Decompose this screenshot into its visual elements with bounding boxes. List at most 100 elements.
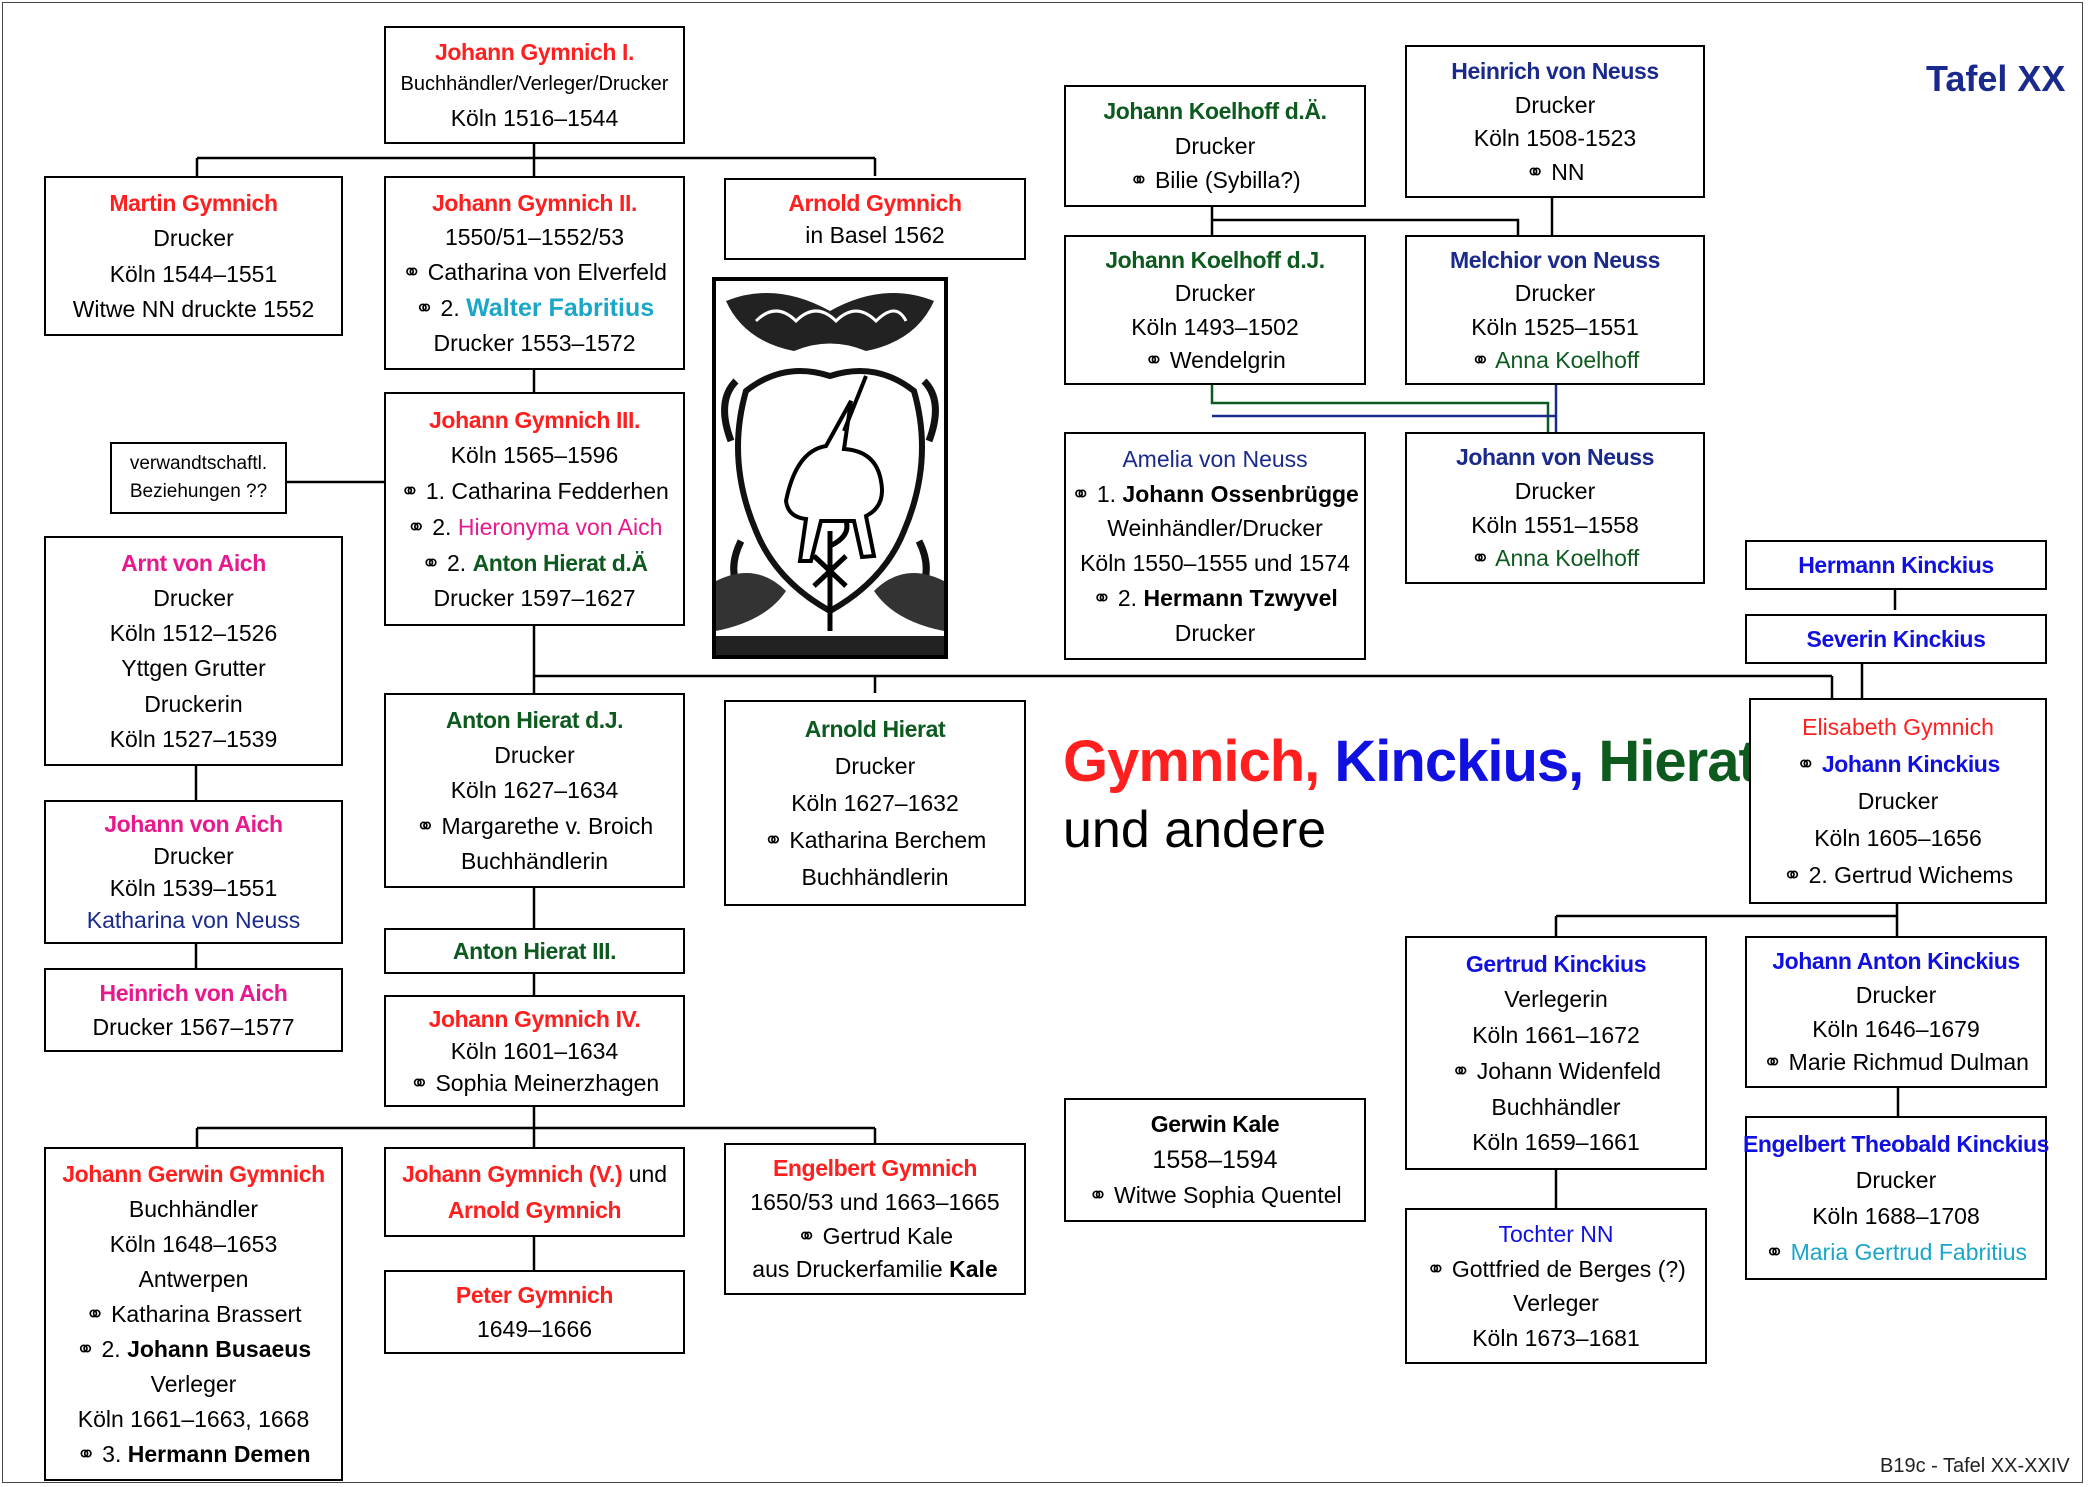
marriage-icon: ⚭ bbox=[409, 1069, 430, 1096]
person-spouse: ⚭ 3. Hermann Demen bbox=[76, 1440, 311, 1467]
note-line: verwandtschaftl. bbox=[129, 453, 268, 475]
person-spouse: ⚭ Gertrud Kale bbox=[796, 1222, 954, 1249]
person-detail: Köln 1512–1526 bbox=[109, 620, 278, 647]
person-detail: Köln 1565–1596 bbox=[450, 442, 619, 469]
person-johann-gymnich-v: Johann Gymnich (V.) und Arnold Gymnich bbox=[384, 1147, 685, 1237]
person-johann-gymnich-i: Johann Gymnich I. Buchhändler/Verleger/D… bbox=[384, 26, 685, 144]
person-engelbert-theobald-kinckius: Engelbert Theobald Kinckius Drucker Köln… bbox=[1742, 1116, 2050, 1280]
person-spouse: ⚭ 2. Hermann Tzwyvel bbox=[1092, 585, 1338, 612]
person-spouse: ⚭ Gottfried de Berges (?) bbox=[1426, 1255, 1686, 1282]
person-name: Engelbert Gymnich bbox=[772, 1155, 978, 1182]
person-detail: Buchhändler/Verleger/Drucker bbox=[400, 73, 669, 96]
person-johann-koelhoff-dj: Johann Koelhoff d.J. Drucker Köln 1493–1… bbox=[1064, 235, 1366, 385]
diagram-title: Gymnich, Kinckius, Hierat bbox=[1063, 728, 1758, 795]
person-detail: Köln 1601–1634 bbox=[450, 1037, 619, 1064]
plate-label: Tafel XX bbox=[1926, 58, 2066, 99]
person-detail: Köln 1673–1681 bbox=[1472, 1324, 1640, 1351]
person-spouse: ⚭ 2. Gertrud Wichems bbox=[1782, 861, 2014, 888]
person-detail: Köln 1605–1656 bbox=[1814, 824, 1982, 851]
person-name: Anton Hierat d.J. bbox=[445, 707, 624, 734]
marriage-icon: ⚭ bbox=[402, 258, 422, 285]
person-detail: Drucker bbox=[153, 225, 234, 252]
marriage-icon: ⚭ bbox=[1763, 1049, 1783, 1076]
person-spouse: ⚭ Katharina Berchem bbox=[763, 826, 987, 853]
person-detail: Drucker bbox=[1174, 620, 1256, 647]
person-name: Johann Gerwin Gymnich bbox=[62, 1160, 325, 1187]
person-name: Severin Kinckius bbox=[1806, 625, 1986, 652]
marriage-icon: ⚭ bbox=[75, 1335, 96, 1362]
unicorn-emblem-image bbox=[716, 281, 944, 655]
person-detail: Köln 1688–1708 bbox=[1812, 1202, 1980, 1229]
title-kinckius: Kinckius, bbox=[1334, 729, 1584, 794]
marriage-icon: ⚭ bbox=[400, 478, 420, 505]
person-spouse: ⚭ 2. Hieronyma von Aich bbox=[406, 513, 663, 540]
person-anton-hierat-iii: Anton Hierat III. bbox=[384, 928, 685, 974]
person-name: Amelia von Neuss bbox=[1122, 445, 1308, 472]
marriage-icon: ⚭ bbox=[1088, 1182, 1108, 1209]
person-detail: Druckerin bbox=[144, 690, 243, 717]
printers-mark-woodcut bbox=[712, 277, 948, 659]
person-tochter-nn: Tochter NN ⚭ Gottfried de Berges (?) Ver… bbox=[1405, 1208, 1707, 1364]
person-spouse: ⚭ 1. Catharina Fedderhen bbox=[400, 478, 669, 505]
person-peter-gymnich: Peter Gymnich 1649–1666 bbox=[384, 1270, 685, 1354]
person-detail: in Basel 1562 bbox=[805, 222, 945, 249]
person-detail: Verlegerin bbox=[1504, 986, 1608, 1013]
person-detail: Köln 1627–1634 bbox=[450, 777, 619, 804]
person-spouse: ⚭ 2. Johann Busaeus bbox=[75, 1335, 312, 1362]
marriage-icon: ⚭ bbox=[85, 1300, 105, 1327]
person-name: Heinrich von Aich bbox=[99, 980, 288, 1007]
person-johann-koelhoff-da: Johann Koelhoff d.Ä. Drucker ⚭ Bilie (Sy… bbox=[1064, 85, 1366, 207]
marriage-icon: ⚭ bbox=[1426, 1255, 1446, 1282]
person-johann-gymnich-ii: Johann Gymnich II. 1550/51–1552/53 ⚭ Cat… bbox=[384, 176, 685, 370]
person-detail: Drucker bbox=[1174, 280, 1256, 307]
person-name: Melchior von Neuss bbox=[1449, 247, 1661, 274]
person-arnt-von-aich: Arnt von Aich Drucker Köln 1512–1526 Ytt… bbox=[44, 536, 343, 766]
person-name: Tochter NN bbox=[1498, 1221, 1614, 1248]
marriage-icon: ⚭ bbox=[1470, 545, 1491, 572]
marriage-icon: ⚭ bbox=[1144, 346, 1164, 373]
person-detail: 1650/53 und 1663–1665 bbox=[750, 1189, 1000, 1216]
person-name: Johann von Aich bbox=[104, 810, 283, 837]
person-detail: Witwe NN druckte 1552 bbox=[72, 295, 315, 322]
person-amelia-von-neuss: Amelia von Neuss ⚭ 1. Johann Ossenbrügge… bbox=[1064, 432, 1366, 660]
person-detail: Köln 1661–1672 bbox=[1472, 1022, 1640, 1049]
person-detail: Köln 1627–1632 bbox=[791, 789, 959, 816]
person-spouse: ⚭ Marie Richmud Dulman bbox=[1763, 1049, 2029, 1076]
person-anton-hierat-dj: Anton Hierat d.J. Drucker Köln 1627–1634… bbox=[384, 693, 685, 888]
person-johann-gymnich-iii: Johann Gymnich III. Köln 1565–1596 ⚭ 1. … bbox=[384, 392, 685, 626]
person-spouse: ⚭ Anna Koelhoff bbox=[1470, 346, 1640, 373]
marriage-icon: ⚭ bbox=[1092, 585, 1112, 612]
marriage-icon: ⚭ bbox=[76, 1440, 96, 1467]
marriage-icon: ⚭ bbox=[1796, 750, 1816, 777]
person-detail: Buchhändler bbox=[128, 1195, 259, 1222]
person-name: Johann Koelhoff d.J. bbox=[1105, 247, 1325, 274]
person-name: Johann Anton Kinckius bbox=[1772, 948, 2020, 975]
person-gertrud-kinckius: Gertrud Kinckius Verlegerin Köln 1661–16… bbox=[1405, 936, 1707, 1170]
person-spouse: ⚭ 2. Anton Hierat d.Ä bbox=[421, 549, 648, 576]
person-detail: Köln 1493–1502 bbox=[1131, 313, 1299, 340]
person-elisabeth-gymnich: Elisabeth Gymnich ⚭ Johann Kinckius Druc… bbox=[1749, 698, 2047, 904]
person-spouse: Katharina von Neuss bbox=[86, 906, 301, 933]
person-heinrich-von-neuss: Heinrich von Neuss Drucker Köln 1508-152… bbox=[1405, 45, 1705, 198]
person-detail: Drucker bbox=[1857, 787, 1939, 814]
person-name: Anton Hierat III. bbox=[452, 937, 617, 964]
person-detail: Köln 1648–1653 bbox=[109, 1230, 278, 1257]
person-name: Johann von Neuss bbox=[1455, 444, 1655, 471]
person-name: Arnold Gymnich bbox=[788, 189, 962, 216]
title-hierat: Hierat bbox=[1598, 729, 1757, 794]
person-detail: Drucker 1567–1577 bbox=[92, 1013, 295, 1040]
person-detail: Köln 1551–1558 bbox=[1471, 511, 1639, 538]
relationship-note: verwandtschaftl. Beziehungen ?? bbox=[110, 442, 287, 514]
person-spouse: ⚭ NN bbox=[1525, 159, 1585, 186]
person-detail: 1550/51–1552/53 bbox=[444, 224, 625, 251]
person-spouse: ⚭ Catharina von Elverfeld bbox=[402, 258, 667, 285]
marriage-icon: ⚭ bbox=[1782, 861, 1803, 888]
person-name: Arnold Gymnich bbox=[447, 1196, 622, 1223]
person-detail: aus Druckerfamilie Kale bbox=[752, 1256, 998, 1283]
person-arnold-hierat: Arnold Hierat Drucker Köln 1627–1632 ⚭ K… bbox=[724, 700, 1026, 906]
person-johann-gymnich-iv: Johann Gymnich IV. Köln 1601–1634 ⚭ Soph… bbox=[384, 995, 685, 1107]
person-name: Engelbert Theobald Kinckius bbox=[1742, 1130, 2050, 1157]
person-detail: Köln 1516–1544 bbox=[450, 104, 619, 131]
